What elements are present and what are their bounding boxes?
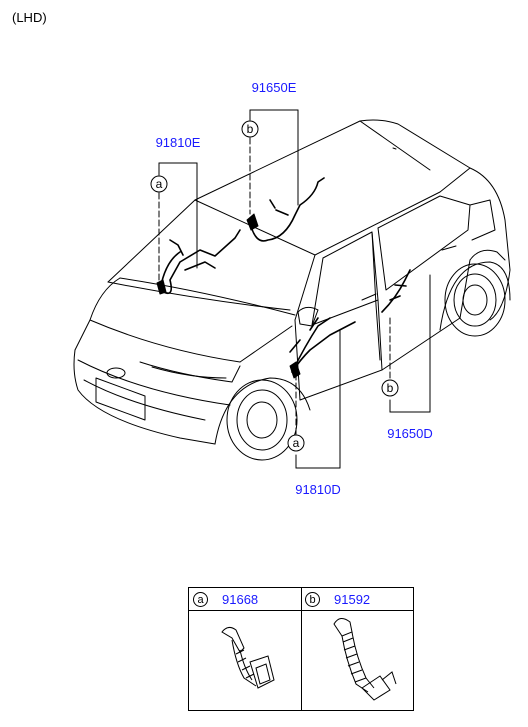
callout-circle-a-bottom: a (287, 434, 305, 452)
part-label-91810e[interactable]: 91810E (156, 135, 201, 150)
part-label-91810d[interactable]: 91810D (295, 482, 341, 497)
callout-leaders (158, 109, 431, 469)
corrugated-tube-icon (333, 618, 397, 701)
legend-cell-a: a 91668 (193, 591, 258, 608)
svg-text:b: b (387, 381, 394, 395)
legend-divider (301, 588, 302, 710)
legend-part-91592[interactable]: 91592 (334, 592, 371, 607)
svg-text:a: a (293, 436, 300, 450)
callout-circle-a-top: a (150, 175, 168, 193)
car-body-outline (73, 119, 511, 461)
svg-text:a: a (156, 177, 163, 191)
dashed-leaders (158, 137, 391, 435)
legend-part-91668[interactable]: 91668 (222, 592, 259, 607)
grommet-markers (156, 213, 301, 379)
variant-label: (LHD) (12, 10, 47, 25)
legend-badge-a: a (193, 592, 208, 607)
part-label-91650d[interactable]: 91650D (387, 426, 433, 441)
callout-circle-b-bottom: b (381, 379, 399, 397)
grommet-icon (221, 626, 275, 689)
parts-legend-table: a 91668 b 91592 (188, 587, 414, 711)
legend-cell-b: b 91592 (305, 591, 370, 608)
callout-circle-b-top: b (241, 120, 259, 138)
part-label-91650e[interactable]: 91650E (252, 80, 297, 95)
svg-text:b: b (247, 122, 254, 136)
legend-badge-b: b (305, 592, 320, 607)
